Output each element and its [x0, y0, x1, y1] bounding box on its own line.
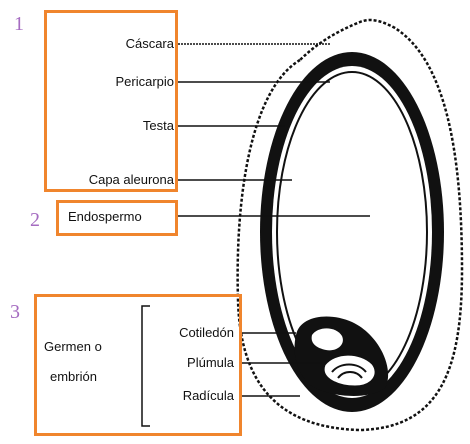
label-radicula: Radícula — [183, 389, 234, 402]
label-cotiledon: Cotiledón — [179, 326, 234, 339]
label-testa: Testa — [143, 119, 174, 132]
label-germen-line-1: Germen o — [44, 340, 102, 353]
label-germen-line-2: embrión — [50, 370, 97, 383]
label-pericarpio: Pericarpio — [115, 75, 174, 88]
label-endospermo: Endospermo — [68, 210, 142, 223]
label-capa-aleurona: Capa aleurona — [89, 173, 174, 186]
label-plumula: Plúmula — [187, 356, 234, 369]
label-cascara: Cáscara — [126, 37, 174, 50]
group-1-number: 1 — [14, 14, 24, 34]
group-3-number: 3 — [10, 302, 20, 322]
group-2-number: 2 — [30, 210, 40, 230]
